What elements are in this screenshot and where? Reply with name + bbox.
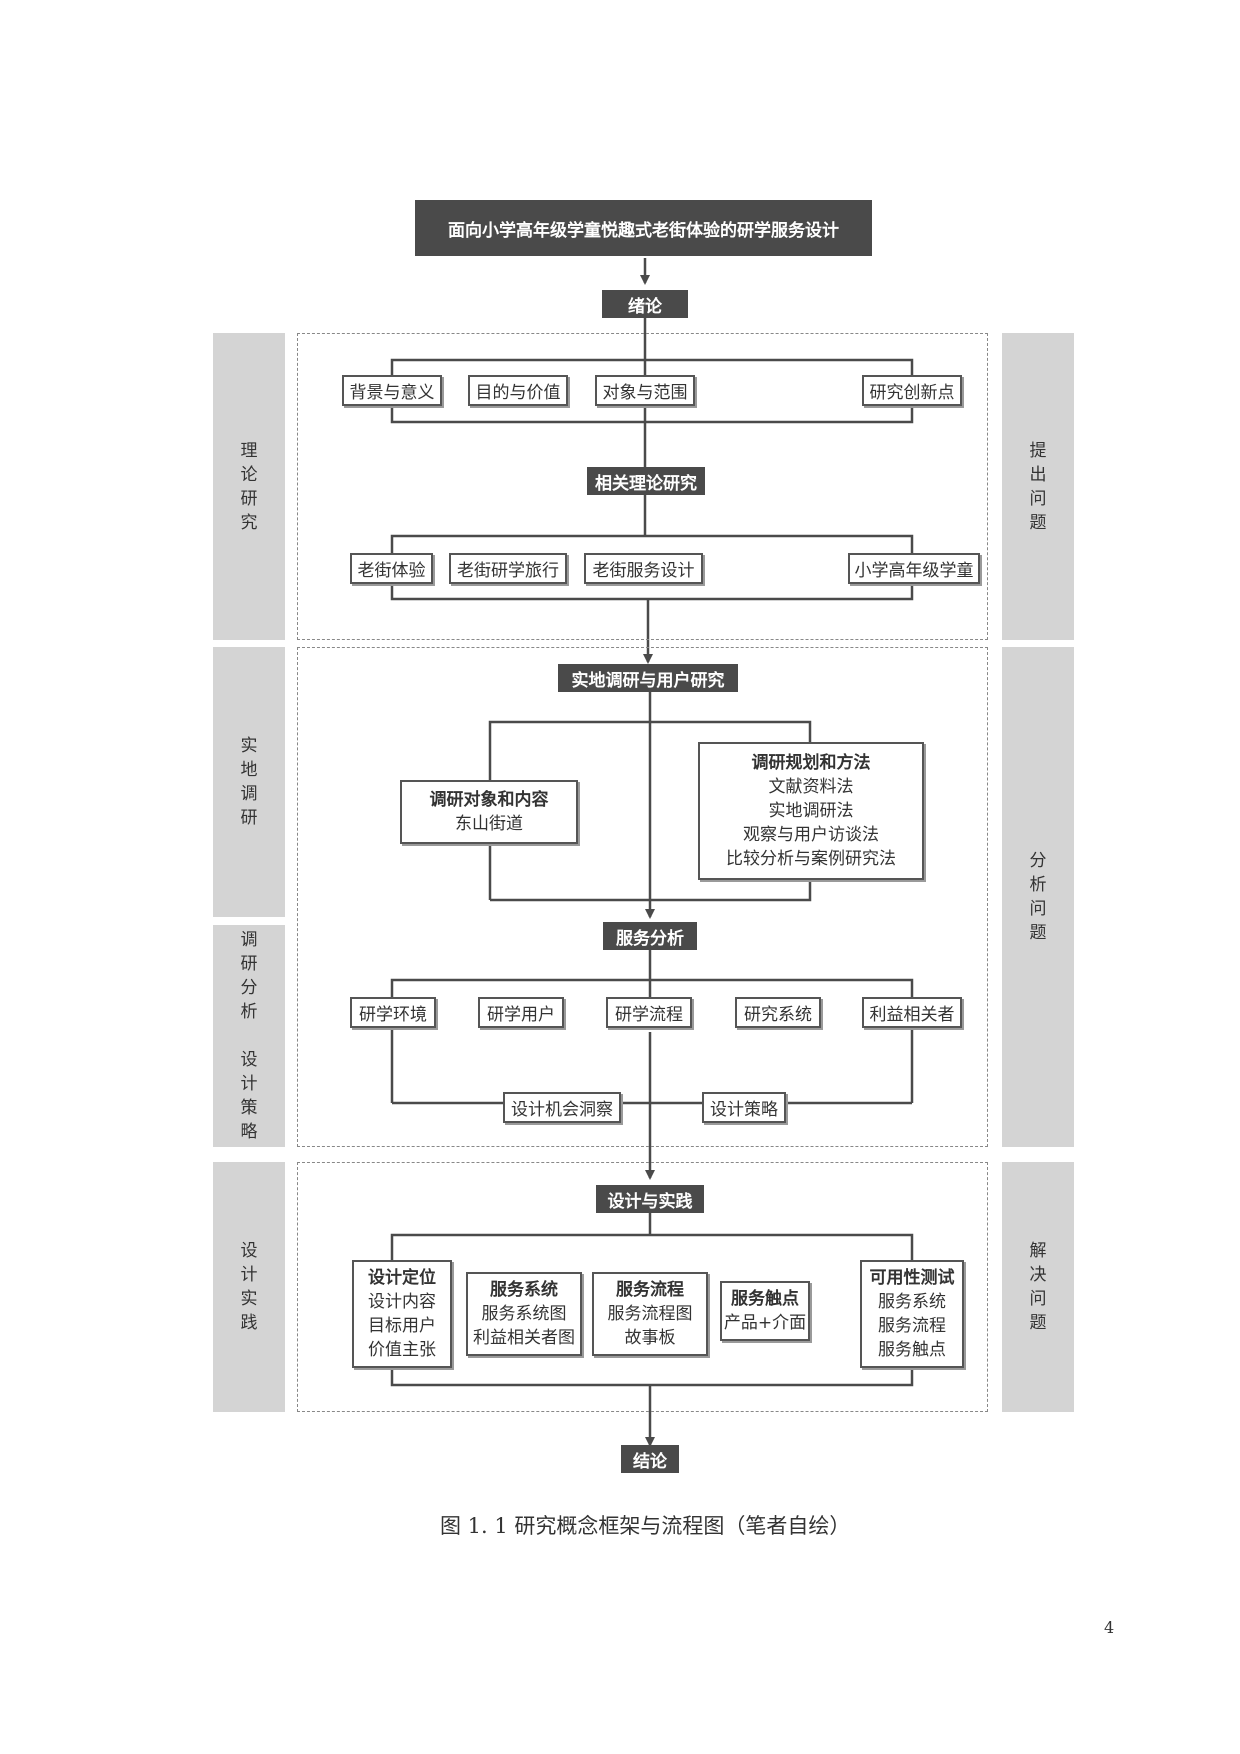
- intro-text: 绪论: [628, 296, 662, 317]
- section-frame-field: [297, 647, 988, 1147]
- box-study-process: 研学流程: [606, 997, 692, 1028]
- page-number: 4: [1104, 1618, 1115, 1637]
- box-old-street-experience: 老街体验: [350, 553, 433, 584]
- right-sidebar-raise: 提出 问题: [1002, 333, 1074, 640]
- box-study-environment: 研学环境: [350, 997, 436, 1028]
- box-service-process: 服务流程 服务流程图 故事板: [592, 1272, 708, 1356]
- intro-box: 绪论: [602, 290, 688, 318]
- section-frame-theory: [297, 333, 988, 640]
- box-scope: 对象与范围: [595, 375, 695, 406]
- hub-design-practice: 设计与实践: [596, 1185, 704, 1213]
- box-research-system: 研究系统: [735, 997, 821, 1028]
- box-background: 背景与意义: [342, 375, 442, 406]
- box-service-touchpoints: 服务触点 产品+介面: [720, 1281, 810, 1341]
- box-design-positioning: 设计定位 设计内容 目标用户 价值主张: [352, 1260, 452, 1368]
- figure-caption: 图 1. 1 研究概念框架与流程图（笔者自绘）: [440, 1514, 851, 1538]
- hub-field-research: 实地调研与用户研究: [558, 664, 738, 692]
- box-senior-pupils: 小学高年级学童: [848, 553, 980, 584]
- title-box: 面向小学高年级学童悦趣式老街体验的研学服务设计: [415, 200, 872, 256]
- box-design-strategy: 设计策略: [702, 1092, 786, 1123]
- section-frame-practice: [297, 1162, 988, 1412]
- right-sidebar-solve: 解决 问题: [1002, 1162, 1074, 1412]
- left-sidebar-field: 实地 调研: [213, 647, 285, 917]
- left-sidebar-theory: 理论 研究: [213, 333, 285, 640]
- hub-service-analysis: 服务分析: [603, 922, 697, 950]
- box-usability-testing: 可用性测试 服务系统 服务流程 服务触点: [860, 1260, 964, 1368]
- conclusion-box: 结论: [621, 1445, 679, 1473]
- box-service-system: 服务系统 服务系统图 利益相关者图: [466, 1272, 582, 1356]
- title-text: 面向小学高年级学童悦趣式老街体验的研学服务设计: [448, 220, 839, 241]
- box-study-users: 研学用户: [478, 997, 564, 1028]
- box-purpose: 目的与价值: [468, 375, 568, 406]
- box-old-street-service-design: 老街服务设计: [584, 553, 703, 584]
- left-sidebar-practice: 设计 实践: [213, 1162, 285, 1412]
- right-sidebar-analyze: 分析 问题: [1002, 647, 1074, 1147]
- box-design-opportunity: 设计机会洞察: [503, 1092, 621, 1123]
- box-research-methods: 调研规划和方法 文献资料法 实地调研法 观察与用户访谈法 比较分析与案例研究法: [698, 742, 924, 880]
- box-old-street-study-tour: 老街研学旅行: [449, 553, 567, 584]
- box-innovation: 研究创新点: [862, 375, 962, 406]
- hub-theory: 相关理论研究: [587, 467, 705, 495]
- left-sidebar-analysis: 调研 分析 设计 策略: [213, 925, 285, 1147]
- box-stakeholders: 利益相关者: [862, 997, 962, 1028]
- box-research-subject: 调研对象和内容 东山街道: [400, 780, 578, 844]
